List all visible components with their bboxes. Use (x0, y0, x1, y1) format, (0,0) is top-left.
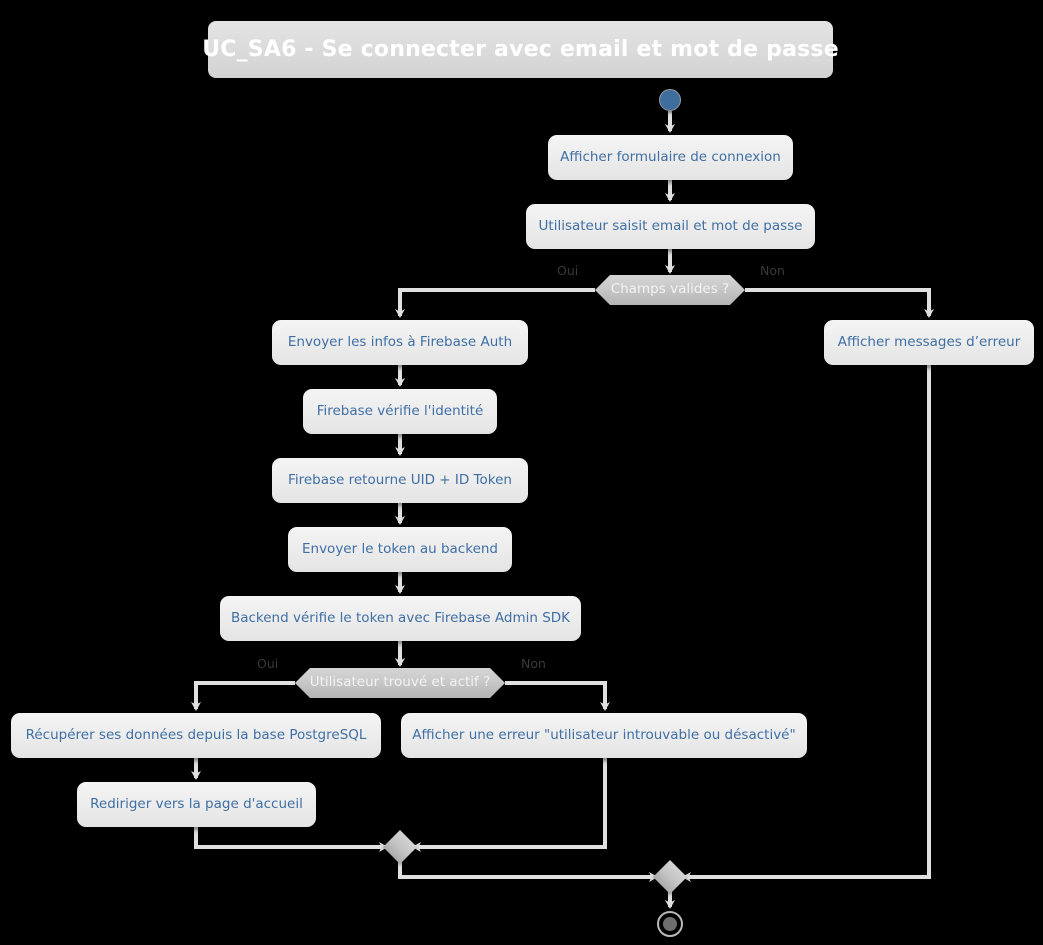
activity-afficher-erreur-utilisateur[interactable]: Afficher une erreur "utilisateur introuv… (401, 713, 807, 758)
activity-afficher-messages-erreur[interactable]: Afficher messages d’erreur (824, 320, 1034, 365)
end-node-inner-dot (663, 917, 677, 931)
activity-firebase-verifie-identite[interactable]: Firebase vérifie l'identité (303, 389, 497, 434)
branch-label-oui-champs-valides: Oui (557, 263, 579, 278)
decision-utilisateur-trouve-actif[interactable]: Utilisateur trouvé et actif ? (295, 668, 505, 698)
activity-rediriger-accueil[interactable]: Rediriger vers la page d'accueil (77, 782, 316, 827)
merge-node-outer (653, 860, 687, 894)
decision-label: Utilisateur trouvé et actif ? (309, 674, 491, 691)
activity-recuperer-donnees-postgresql[interactable]: Récupérer ses données depuis la base Pos… (11, 713, 381, 758)
activity-saisir-identifiants[interactable]: Utilisateur saisit email et mot de passe (526, 204, 815, 249)
activity-backend-verifie-token[interactable]: Backend vérifie le token avec Firebase A… (220, 596, 581, 641)
activity-afficher-formulaire[interactable]: Afficher formulaire de connexion (548, 135, 793, 180)
activity-label: Firebase vérifie l'identité (316, 402, 484, 419)
activity-label: Rediriger vers la page d'accueil (90, 795, 303, 812)
decision-champs-valides[interactable]: Champs valides ? (595, 275, 745, 305)
activity-label: Utilisateur saisit email et mot de passe (538, 217, 803, 234)
activity-label: Envoyer le token au backend (301, 540, 498, 557)
decision-label: Champs valides ? (610, 281, 730, 298)
activity-label: Afficher messages d’erreur (837, 333, 1021, 350)
activity-label: Afficher une erreur "utilisateur introuv… (412, 726, 796, 743)
activity-envoyer-token-backend[interactable]: Envoyer le token au backend (288, 527, 512, 572)
end-node (657, 911, 683, 937)
start-node (659, 89, 681, 111)
branch-label-non-utilisateur-trouve: Non (521, 656, 546, 671)
activity-label: Afficher formulaire de connexion (560, 148, 781, 165)
diagram-title-bar: UC_SA6 - Se connecter avec email et mot … (202, 21, 839, 78)
activity-firebase-retourne-uid[interactable]: Firebase retourne UID + ID Token (272, 458, 528, 503)
activity-envoyer-infos-firebase[interactable]: Envoyer les infos à Firebase Auth (272, 320, 528, 365)
activity-label: Backend vérifie le token avec Firebase A… (230, 609, 571, 626)
activity-label: Envoyer les infos à Firebase Auth (287, 333, 513, 350)
page-title: UC_SA6 - Se connecter avec email et mot … (202, 37, 839, 62)
branch-label-non-champs-valides: Non (760, 263, 785, 278)
activity-label: Firebase retourne UID + ID Token (288, 471, 512, 488)
branch-label-oui-utilisateur-trouve: Oui (257, 656, 279, 671)
merge-node-inner (383, 830, 417, 864)
activity-label: Récupérer ses données depuis la base Pos… (25, 726, 367, 743)
